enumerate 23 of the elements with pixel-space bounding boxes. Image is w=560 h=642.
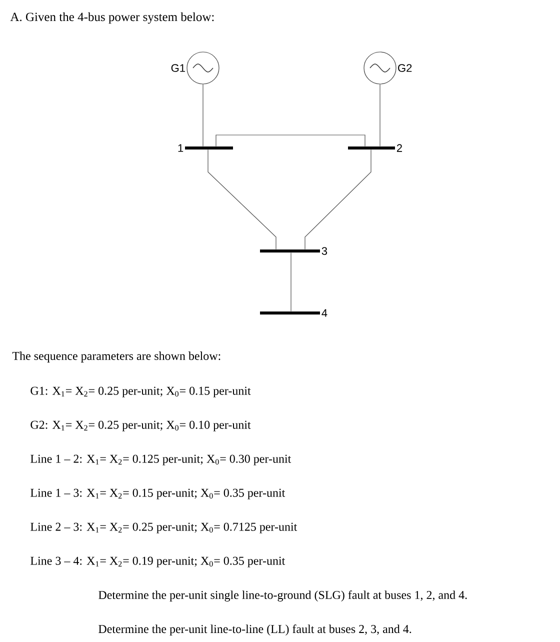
text-line: Line 2 – 3: X$_{1}$= X$_{2}$= 0.25 per-unit; X$_{0}$= 0.7125 per-unit (30, 522, 298, 534)
line (202, 84, 204, 147)
line (304, 149, 372, 250)
text-line: Line 1 – 2: X$_{1}$= X$_{2}$= 0.125 per-unit; X$_{0}$= 0.30 per-unit (30, 454, 292, 466)
bus-bar: 4 (260, 309, 328, 317)
node-label: 4 (322, 309, 328, 317)
diagram-title: A. Given the 4-bus power system below: (10, 12, 214, 24)
node-label: 3 (322, 247, 328, 255)
bus-bar: 3 (260, 247, 328, 255)
bus-bar: 1 (178, 144, 233, 152)
text-line: Line 3 – 4: X$_{1}$= X$_{2}$= 0.19 per-unit; X$_{0}$= 0.35 per-unit (30, 556, 286, 568)
line (290, 252, 292, 312)
node-label: 2 (396, 144, 402, 152)
text-line: G1: X$_{1}$= X$_{2}$= 0.25 per-unit; X$_{0}$= 0.15 per-unit (30, 386, 251, 398)
text-line: The sequence parameters are shown below: (12, 352, 220, 362)
text-line: Determine the per-unit single line-to-ground (SLG) fault at buses 1, 2, and 4. (98, 590, 467, 602)
text-line: G2: X$_{1}$= X$_{2}$= 0.25 per-unit; X$_{0}$= 0.10 per-unit (30, 420, 251, 432)
line (216, 134, 366, 147)
node-label: 1 (178, 144, 184, 152)
text-line: Line 1 – 3: X$_{1}$= X$_{2}$= 0.15 per-unit; X$_{0}$= 0.35 per-unit (30, 488, 286, 500)
line (208, 149, 276, 250)
text-line: Determine the per-unit line-to-line (LL) fault at buses 2, 3, and 4. (98, 624, 412, 636)
bus-bar: 2 (348, 144, 402, 152)
